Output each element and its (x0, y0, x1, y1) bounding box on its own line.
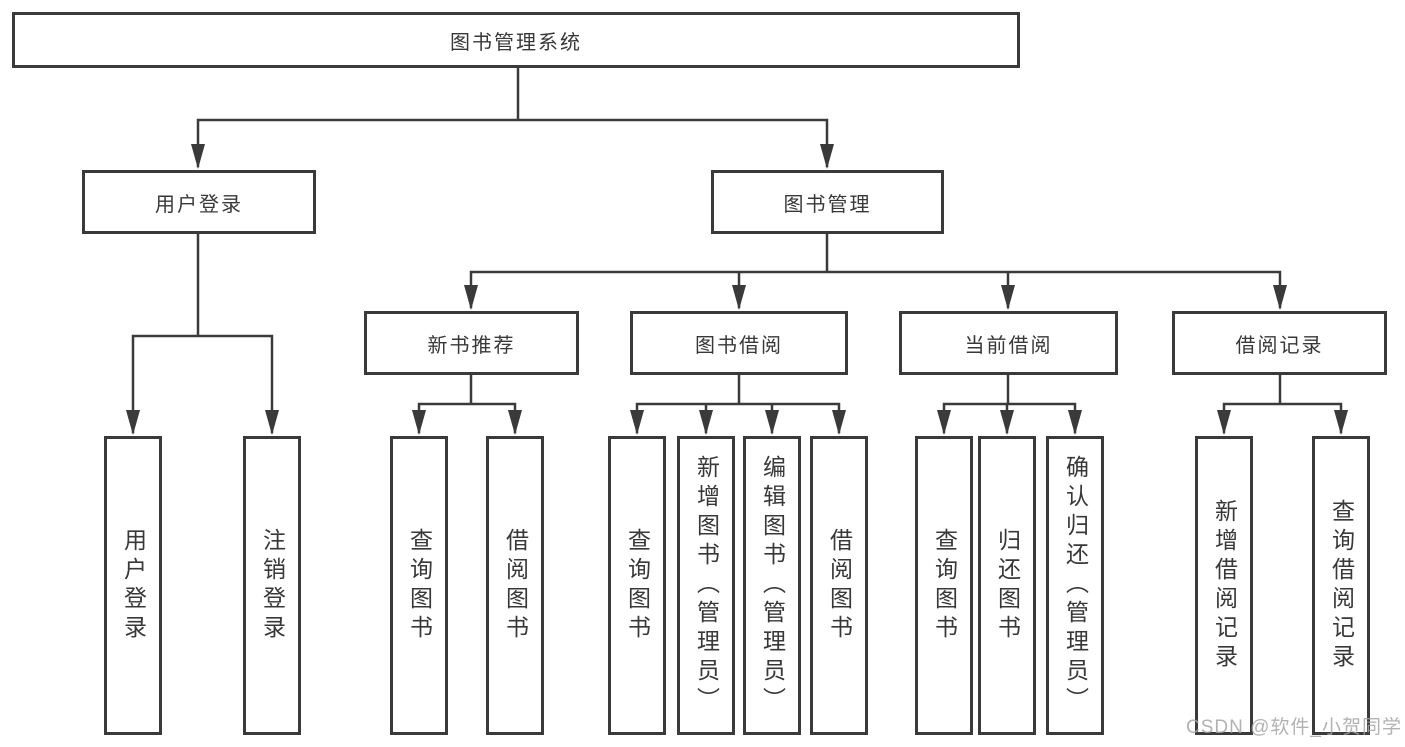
arrow-down-icons (126, 144, 1348, 435)
node-book-management-label: 图书管理 (783, 193, 872, 216)
arrow-down-icon (732, 285, 746, 310)
node-current-borrow-label: 当前借阅 (964, 334, 1053, 357)
leaf-add-borrow-record-label: 新增借阅记录 (1211, 498, 1238, 673)
leaf-query-borrow-record: 查询借阅记录 (1312, 436, 1370, 735)
leaf-borrow-books: 借阅图书 (810, 436, 868, 735)
arrow-down-icon (832, 410, 846, 435)
leaf-add-book-admin: 新增图书（管理员） (677, 436, 735, 735)
arrow-down-icon (630, 410, 644, 435)
node-book-borrow: 图书借阅 (630, 311, 848, 375)
node-current-borrow: 当前借阅 (899, 311, 1118, 375)
arrow-down-icon (1000, 410, 1014, 435)
arrow-down-icon (1001, 285, 1015, 310)
arrow-down-icon (1273, 285, 1287, 310)
leaf-confirm-return-admin-label: 确认归还（管理员） (1062, 455, 1089, 716)
arrow-down-icon (937, 410, 951, 435)
leaf-logout: 注销登录 (243, 436, 301, 735)
arrow-down-icon (508, 410, 522, 435)
leaf-borrow-books-recommend-label: 借阅图书 (502, 527, 529, 644)
node-user-login: 用户登录 (82, 170, 316, 234)
leaf-query-books-recommend-label: 查询图书 (406, 527, 433, 644)
tree-edges (131, 66, 1343, 434)
leaf-add-borrow-record: 新增借阅记录 (1195, 436, 1253, 735)
leaf-user-login-label: 用户登录 (120, 527, 147, 644)
leaf-query-books-borrow-label: 查询图书 (624, 527, 651, 644)
arrow-down-icon (1217, 410, 1231, 435)
leaf-borrow-books-label: 借阅图书 (826, 527, 853, 644)
watermark-text: CSDN @软件_小贺同学 (1186, 717, 1402, 738)
arrow-down-icon (765, 410, 779, 435)
leaf-edit-book-admin: 编辑图书（管理员） (743, 436, 801, 735)
arrow-down-icon (1068, 410, 1082, 435)
node-new-book-recommend-label: 新书推荐 (427, 334, 516, 357)
leaf-user-login: 用户登录 (104, 436, 162, 735)
node-user-login-label: 用户登录 (155, 193, 243, 216)
leaf-query-books-borrow: 查询图书 (608, 436, 666, 735)
leaf-edit-book-admin-label: 编辑图书（管理员） (759, 455, 786, 716)
leaf-query-books-current: 查询图书 (915, 436, 973, 735)
leaf-return-books-label: 归还图书 (994, 527, 1021, 644)
arrow-down-icon (464, 285, 478, 310)
leaf-confirm-return-admin: 确认归还（管理员） (1046, 436, 1104, 735)
node-book-management: 图书管理 (711, 170, 944, 234)
arrow-down-icon (191, 144, 205, 169)
leaf-query-books-current-label: 查询图书 (931, 527, 958, 644)
node-borrow-records-label: 借阅记录 (1235, 334, 1324, 357)
leaf-query-borrow-record-label: 查询借阅记录 (1328, 498, 1355, 673)
leaf-query-books-recommend: 查询图书 (390, 436, 448, 735)
arrow-down-icon (699, 410, 713, 435)
leaf-add-book-admin-label: 新增图书（管理员） (693, 455, 720, 716)
node-book-borrow-label: 图书借阅 (695, 334, 783, 357)
node-library-system-label: 图书管理系统 (450, 31, 582, 54)
leaf-borrow-books-recommend: 借阅图书 (486, 436, 544, 735)
arrow-down-icon (1334, 410, 1348, 435)
arrow-down-icon (820, 144, 834, 169)
arrow-down-icon (265, 410, 279, 435)
arrow-down-icon (412, 410, 426, 435)
node-library-system: 图书管理系统 (12, 12, 1020, 68)
node-new-book-recommend: 新书推荐 (364, 311, 579, 375)
leaf-return-books: 归还图书 (978, 436, 1036, 735)
arrow-down-icon (126, 410, 140, 435)
node-borrow-records: 借阅记录 (1172, 311, 1387, 375)
leaf-logout-label: 注销登录 (259, 527, 286, 644)
